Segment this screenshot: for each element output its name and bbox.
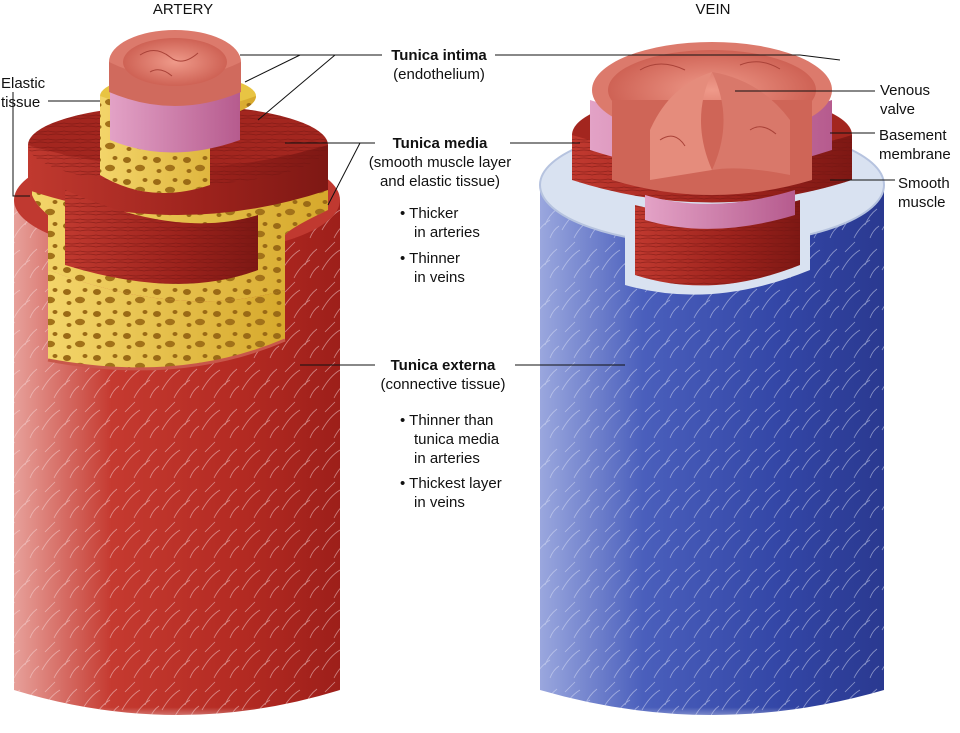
artery-title: ARTERY — [152, 1, 214, 18]
vein-intima-and-valve — [592, 42, 832, 195]
tunica-externa-bullet-1: Thinner than tunica media in arteries — [400, 411, 499, 468]
basement-membrane-line-1: Basement — [879, 127, 947, 144]
bullet-thinner-than-cont-2: in arteries — [414, 450, 480, 467]
leader-lines — [12, 54, 895, 366]
artery-illustration — [10, 30, 345, 733]
venous-valve-label: Venous valve — [880, 81, 930, 119]
tunica-media-desc-2: and elastic tissue) — [379, 173, 501, 190]
basement-membrane-line-2: membrane — [879, 146, 951, 163]
elastic-tissue-line-2: tissue — [1, 94, 41, 111]
leader-intima-artery-3 — [257, 54, 336, 121]
leader-media-artery-2 — [327, 142, 361, 206]
tunica-externa-desc: (connective tissue) — [380, 376, 506, 393]
smooth-muscle-label: Smooth muscle — [898, 174, 950, 212]
smooth-muscle-line-1: Smooth — [898, 175, 950, 192]
tunica-media-bullet-1: Thicker in arteries — [400, 204, 480, 242]
basement-membrane-label: Basement membrane — [879, 126, 951, 164]
tunica-media-bullet-2: Thinner in veins — [400, 249, 465, 287]
bullet-thinner-cont: in veins — [414, 269, 465, 286]
tunica-intima-desc: (endothelium) — [393, 66, 485, 83]
elastic-tissue-label: Elastic tissue — [1, 74, 45, 112]
bullet-thickest: Thickest layer — [400, 474, 502, 493]
bullet-thinner-than: Thinner than — [400, 411, 499, 430]
tunica-media-name: Tunica media — [392, 135, 488, 152]
tunica-externa-label: Tunica externa (connective tissue) — [370, 356, 516, 394]
tunica-intima-name: Tunica intima — [391, 47, 487, 64]
tunica-externa-bullet-2: Thickest layer in veins — [400, 474, 502, 512]
venous-valve-line-1: Venous — [880, 82, 931, 99]
smooth-muscle-line-2: muscle — [898, 194, 946, 211]
leader-intima-artery-2 — [244, 54, 301, 83]
artery-tunica-intima — [109, 30, 241, 106]
leader-elastic-tissue-2 — [12, 92, 30, 197]
vein-title: VEIN — [695, 1, 731, 18]
tunica-intima-label: Tunica intima (endothelium) — [376, 46, 502, 84]
tunica-media-label: Tunica media (smooth muscle layer and el… — [360, 134, 520, 191]
tunica-externa-name: Tunica externa — [390, 357, 496, 374]
bullet-thinner-than-cont-1: tunica media — [414, 431, 500, 448]
bullet-thicker-cont: in arteries — [414, 224, 480, 241]
bullet-thinner: Thinner — [400, 249, 465, 268]
tunica-media-desc-1: (smooth muscle layer — [368, 154, 512, 171]
vein-illustration — [535, 42, 890, 733]
venous-valve-line-2: valve — [880, 101, 916, 118]
leader-intima-vein — [495, 54, 841, 61]
bullet-thicker: Thicker — [400, 204, 480, 223]
bullet-thickest-cont: in veins — [414, 494, 465, 511]
elastic-tissue-line-1: Elastic — [1, 75, 46, 92]
